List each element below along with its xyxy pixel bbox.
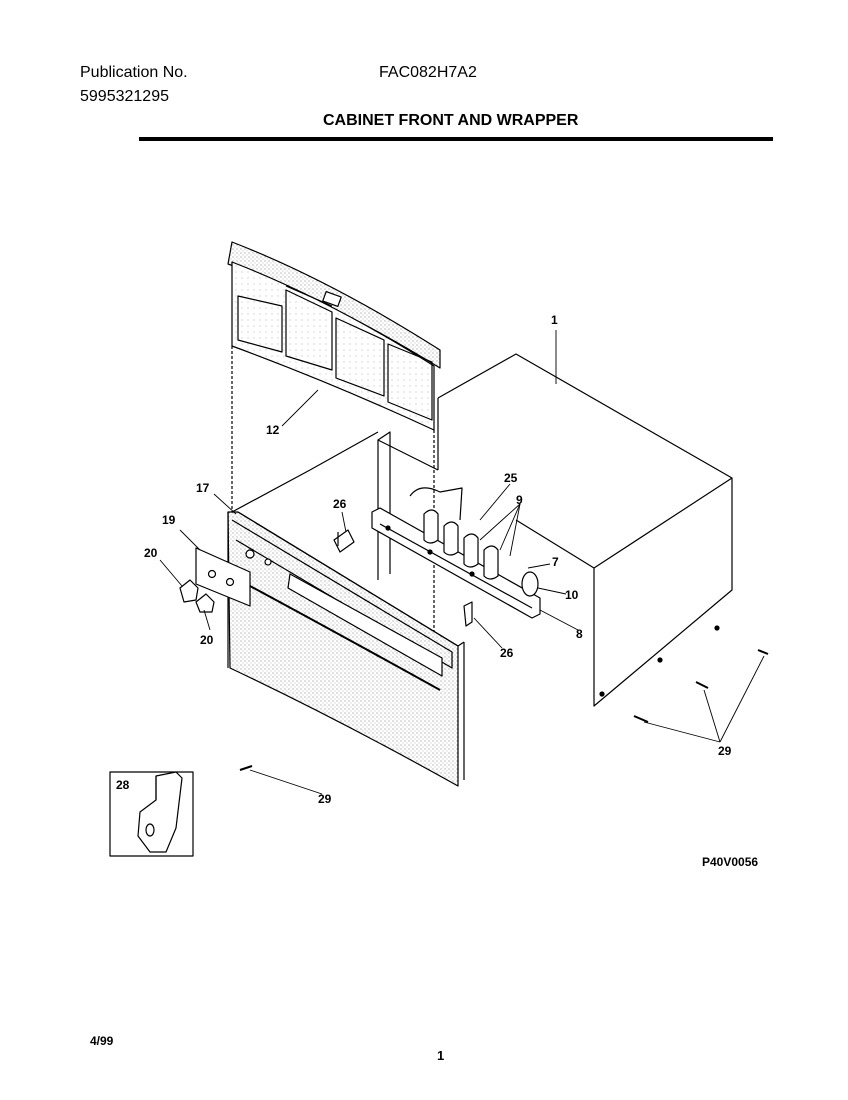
callout-label: 29 — [318, 792, 332, 806]
callout-label: 26 — [500, 646, 514, 660]
section-title: CABINET FRONT AND WRAPPER — [323, 112, 579, 129]
model-number: FAC082H7A2 — [379, 64, 477, 81]
page-number: 1 — [437, 1048, 445, 1063]
callout-label: 8 — [576, 627, 583, 641]
callout-label: 29 — [718, 744, 732, 758]
control-panel — [195, 547, 251, 607]
callout-label: 26 — [333, 497, 347, 511]
cabinet-front — [227, 511, 465, 787]
drawing-code: P40V0056 — [702, 855, 758, 869]
callout-label: 19 — [162, 513, 176, 527]
publication-number: 5995321295 — [80, 88, 169, 105]
revision-date: 4/99 — [90, 1034, 114, 1048]
air-filter — [227, 241, 441, 650]
callout-label: 10 — [565, 588, 579, 602]
callout-label: 17 — [196, 481, 210, 495]
clip-upper — [333, 529, 355, 553]
callout-label: 25 — [504, 471, 518, 485]
inset-part-28 — [109, 771, 194, 857]
leader-lines — [159, 330, 765, 795]
screws — [239, 649, 769, 771]
callout-label: 7 — [552, 555, 559, 569]
callout-label: 20 — [144, 546, 158, 560]
control-bracket-assembly — [371, 487, 541, 619]
header-rule — [139, 137, 773, 141]
publication-label: Publication No. — [80, 64, 188, 81]
callout-label: 28 — [116, 778, 130, 792]
cabinet-wrapper — [437, 353, 733, 707]
clip-lower — [463, 601, 473, 627]
callout-label: 1 — [551, 313, 558, 327]
callout-label: 9 — [516, 493, 523, 507]
callout-label: 12 — [266, 423, 280, 437]
knobs — [179, 579, 215, 613]
callout-label: 20 — [200, 633, 214, 647]
